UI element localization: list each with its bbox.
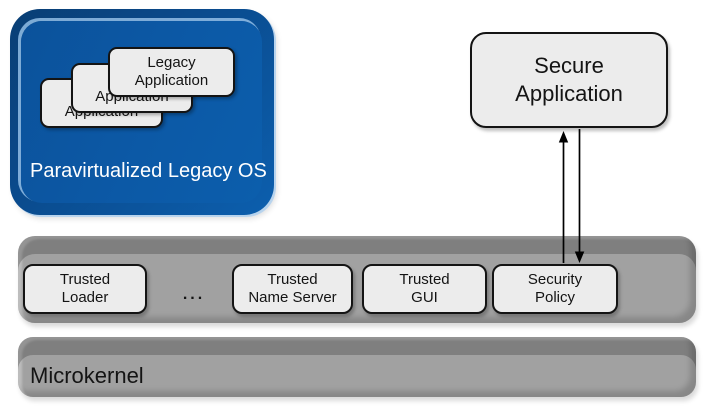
secure-application-label-line1: Secure	[534, 53, 604, 78]
security-policy-label-line1: Security	[527, 271, 583, 288]
trusted-loader-label-line1: Trusted	[59, 271, 111, 288]
microkernel-label: Microkernel	[30, 362, 144, 388]
trusted-loader-box: Trusted Loader	[23, 264, 147, 314]
legacy-application-label-line1: Legacy	[147, 54, 196, 71]
legacy-os-label: Paravirtualized Legacy OS	[30, 160, 267, 182]
security-policy-label-line2: Policy	[534, 289, 575, 306]
legacy-application-box: Legacy Application	[108, 47, 235, 97]
secure-application-label-line2: Application	[515, 81, 623, 106]
trusted-name-server-label-line2: Name Server	[248, 289, 337, 306]
trusted-gui-label-line2: GUI	[411, 289, 438, 306]
legacy-application-label-line2: Application	[134, 72, 209, 89]
secure-application-box: Secure Application	[470, 32, 668, 128]
security-policy-box: Security Policy	[492, 264, 618, 314]
microkernel-bar: Microkernel	[18, 337, 696, 397]
trusted-name-server-label-line1: Trusted	[267, 271, 318, 288]
trusted-name-server-box: Trusted Name Server	[232, 264, 353, 314]
trusted-gui-label-line1: Trusted	[399, 271, 450, 288]
trusted-loader-label-line2: Loader	[61, 289, 109, 306]
ellipsis-label: ...	[182, 286, 206, 303]
trusted-gui-box: Trusted GUI	[362, 264, 487, 314]
